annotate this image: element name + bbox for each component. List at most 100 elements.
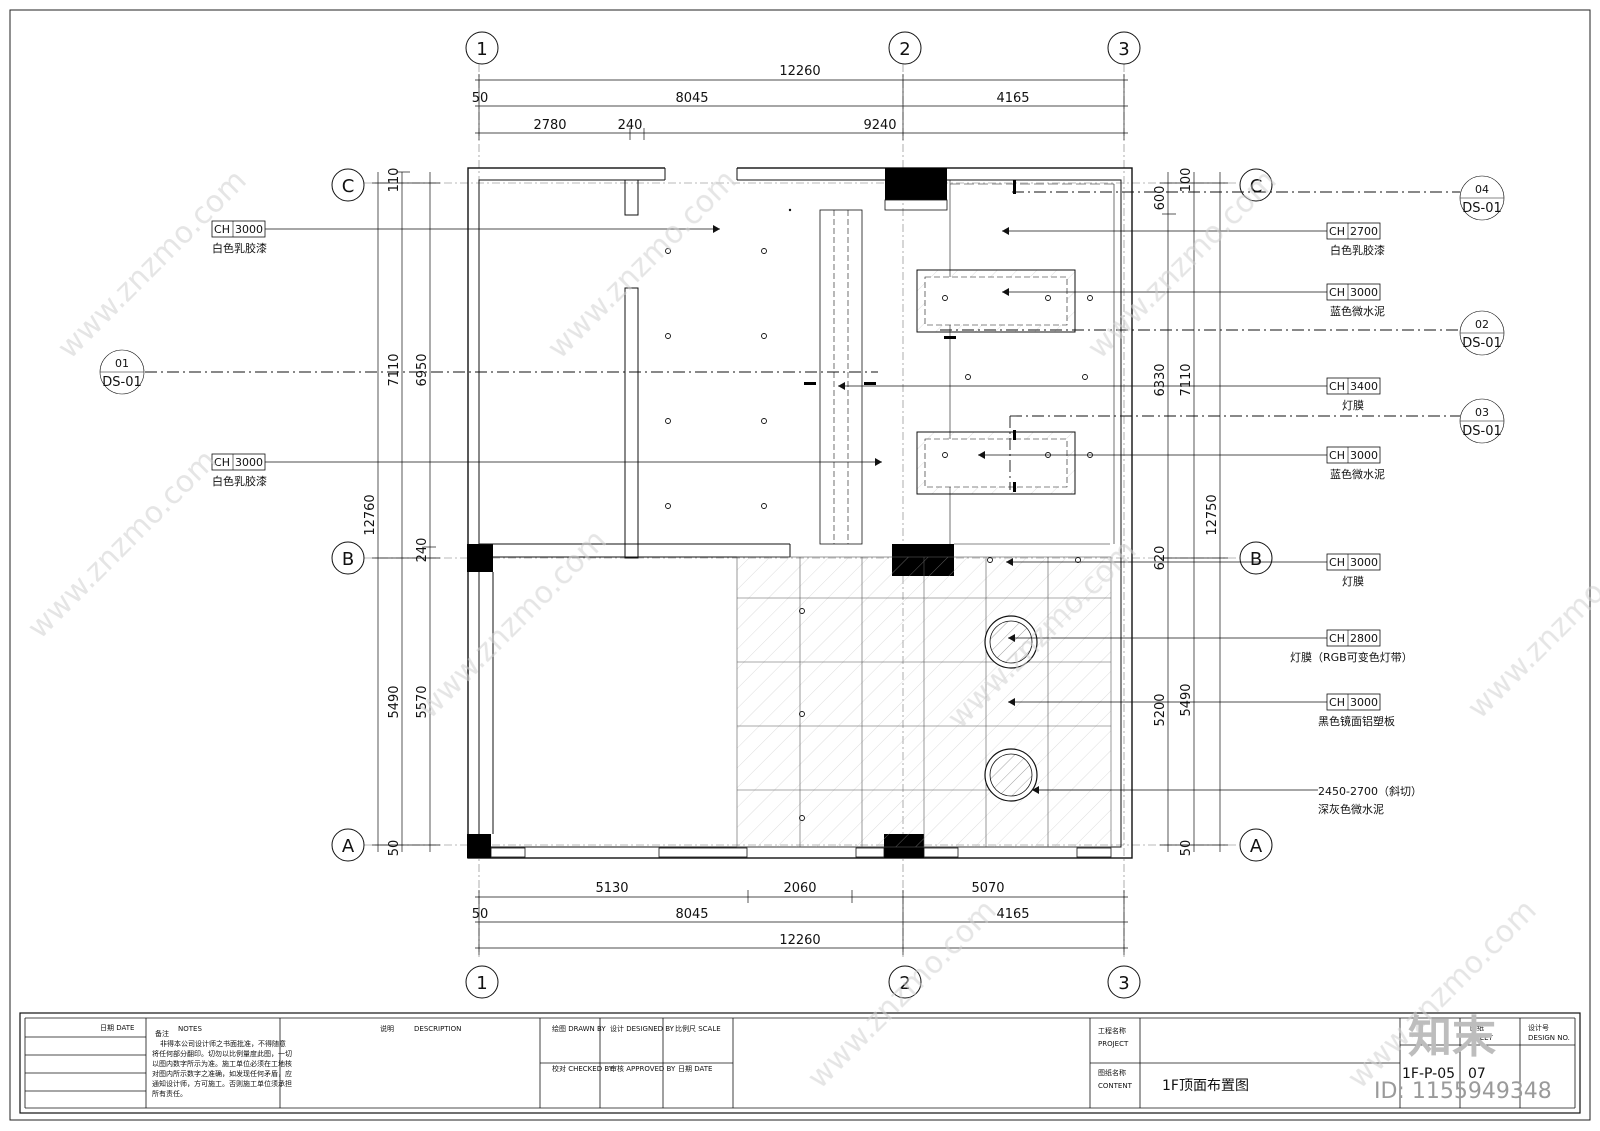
section-marker-01: 01 DS-01: [99, 349, 145, 395]
svg-text:www.znzmo.com: www.znzmo.com: [801, 893, 1004, 1096]
dim-bottom-seg2: 2060: [783, 881, 816, 896]
svg-text:3400: 3400: [1350, 380, 1378, 393]
svg-text:CH: CH: [1329, 380, 1345, 393]
svg-text:03: 03: [1475, 406, 1489, 419]
dim-left-110: 110: [387, 168, 402, 193]
svg-text:CH: CH: [1329, 225, 1345, 238]
dim-right-50: 50: [1179, 840, 1194, 857]
tb-design-no-label-en: DESIGN NO.: [1528, 1034, 1570, 1042]
dim-top-inner1: 2780: [533, 118, 566, 133]
grid-bubble-A-right: A: [1239, 828, 1273, 862]
grid-bubble-1-top: 1: [465, 31, 499, 65]
dim-right-600: 600: [1153, 186, 1168, 211]
dim-bottom-seg1: 5130: [595, 881, 628, 896]
dim-right-620: 620: [1153, 546, 1168, 571]
tb-sheet-no: 1F-P-05: [1402, 1066, 1455, 1082]
grid-label: B: [342, 549, 354, 570]
floor-plan: [467, 166, 1133, 859]
dim-top-seg2: 4165: [996, 91, 1029, 106]
dim-right-lower: 5490: [1179, 683, 1194, 716]
section-lines: [145, 191, 1460, 490]
grid-label: C: [342, 176, 355, 197]
dim-bottom-offset: 50: [472, 907, 489, 922]
svg-text:DS-01: DS-01: [1462, 336, 1502, 351]
tb-project-label-en: PROJECT: [1098, 1040, 1129, 1048]
tb-drawing-name: 1F顶面布置图: [1162, 1078, 1249, 1094]
dim-top-offset: 50: [472, 91, 489, 106]
dim-top-total: 12260: [779, 64, 820, 79]
leader-arrows: [838, 227, 1039, 794]
section-ticks: [804, 180, 1016, 492]
grid-label: 3: [1118, 39, 1129, 60]
svg-text:3000: 3000: [1350, 449, 1378, 462]
svg-text:黑色镜面铝塑板: 黑色镜面铝塑板: [1318, 714, 1395, 728]
svg-text:www.znzmo.com: www.znzmo.com: [21, 443, 224, 646]
dimension-lines-left: [372, 171, 440, 852]
svg-text:灯膜（RGB可变色灯带）: 灯膜（RGB可变色灯带）: [1290, 650, 1413, 664]
tb-content-label-en: CONTENT: [1098, 1082, 1133, 1090]
tb-date-label: 日期 DATE: [100, 1024, 134, 1032]
svg-text:2800: 2800: [1350, 632, 1378, 645]
dim-right-upper-inner: 6330: [1153, 363, 1168, 396]
svg-text:通知设计师，方可施工。否则施工单位须承担: 通知设计师，方可施工。否则施工单位须承担: [152, 1079, 292, 1088]
dim-right-upper: 7110: [1179, 363, 1194, 396]
tb-designed-by: 设计 DESIGNED BY: [610, 1024, 675, 1033]
section-marker-02: 02 DS-01: [1459, 310, 1505, 356]
grid-bubbles: 1 2 3 1 2 3 C B A C B A: [331, 31, 1273, 999]
svg-text:CH: CH: [1329, 696, 1345, 709]
svg-text:将任何部分翻印。切勿以比例量度此图，一切: 将任何部分翻印。切勿以比例量度此图，一切: [152, 1049, 292, 1058]
svg-text:www.znzmo.com: www.znzmo.com: [541, 163, 744, 366]
svg-text:3000: 3000: [235, 456, 263, 469]
grid-bubble-C-left: C: [331, 168, 365, 202]
dim-right-lower-inner: 5200: [1153, 693, 1168, 726]
svg-text:www.znzmo.com: www.znzmo.com: [411, 523, 614, 726]
tb-scale: 比例尺 SCALE: [675, 1024, 721, 1033]
dim-bottom-seg3: 5070: [971, 881, 1004, 896]
ceiling-tag-right-2: CH 3000 蓝色微水泥: [1326, 283, 1385, 318]
tb-date2: 日期 DATE: [678, 1065, 712, 1073]
svg-text:白色乳胶漆: 白色乳胶漆: [212, 241, 267, 255]
tb-design-no-label: 设计号: [1528, 1023, 1549, 1032]
grid-label: 1: [476, 973, 487, 994]
tb-drawn-by: 绘图 DRAWN BY: [552, 1024, 606, 1033]
ceiling-tag-right-7: CH 3000 黑色镜面铝塑板: [1318, 693, 1395, 728]
svg-text:白色乳胶漆: 白色乳胶漆: [1330, 243, 1385, 257]
tb-sheet-label: 图纸: [1470, 1023, 1484, 1032]
dim-top-inner3: 9240: [863, 118, 896, 133]
svg-text:蓝色微水泥: 蓝色微水泥: [1330, 467, 1385, 481]
ceiling-tag-left-2: CH 3000 白色乳胶漆: [211, 453, 267, 488]
leaders-left: [265, 228, 882, 463]
dim-bottom-mid1: 8045: [675, 907, 708, 922]
tb-approved-by: 审核 APPROVED BY: [610, 1064, 676, 1073]
dim-bottom-total: 12260: [779, 933, 820, 948]
dim-left-total: 12760: [363, 494, 378, 535]
svg-text:www.znzmo.com: www.znzmo.com: [1081, 163, 1284, 366]
svg-text:3000: 3000: [1350, 286, 1378, 299]
svg-text:灯膜: 灯膜: [1342, 399, 1364, 412]
watermark-brand: 知末: [1408, 1012, 1496, 1063]
title-block: [19, 1012, 1581, 1114]
svg-text:CH: CH: [214, 223, 230, 236]
grid-bubble-3-top: 3: [1107, 31, 1141, 65]
svg-text:www.znzmo.com: www.znzmo.com: [1461, 523, 1600, 726]
dim-right-total: 12750: [1205, 494, 1220, 535]
grid-bubble-2-top: 2: [888, 31, 922, 65]
svg-text:对图内所示数字之准确，如发现任何矛盾，应: 对图内所示数字之准确，如发现任何矛盾，应: [152, 1069, 292, 1078]
ceiling-tag-left-1: CH 3000 白色乳胶漆: [211, 220, 267, 255]
dim-left-upper: 7110: [387, 353, 402, 386]
dim-left-50: 50: [387, 840, 402, 857]
svg-text:01: 01: [115, 357, 129, 370]
svg-text:3000: 3000: [235, 223, 263, 236]
column: [467, 834, 491, 858]
partition-wall: [624, 287, 639, 559]
svg-text:CH: CH: [1329, 286, 1345, 299]
dim-left-240: 240: [415, 538, 430, 563]
grid-bubble-B-left: B: [331, 541, 365, 575]
dim-top-seg1: 8045: [675, 91, 708, 106]
svg-text:3000: 3000: [1350, 696, 1378, 709]
grid-bubble-3-bottom: 3: [1107, 965, 1141, 999]
grid-label: 1: [476, 39, 487, 60]
dim-bottom-mid2: 4165: [996, 907, 1029, 922]
svg-text:CH: CH: [1329, 556, 1345, 569]
ceiling-panel-upper: [916, 269, 1076, 333]
